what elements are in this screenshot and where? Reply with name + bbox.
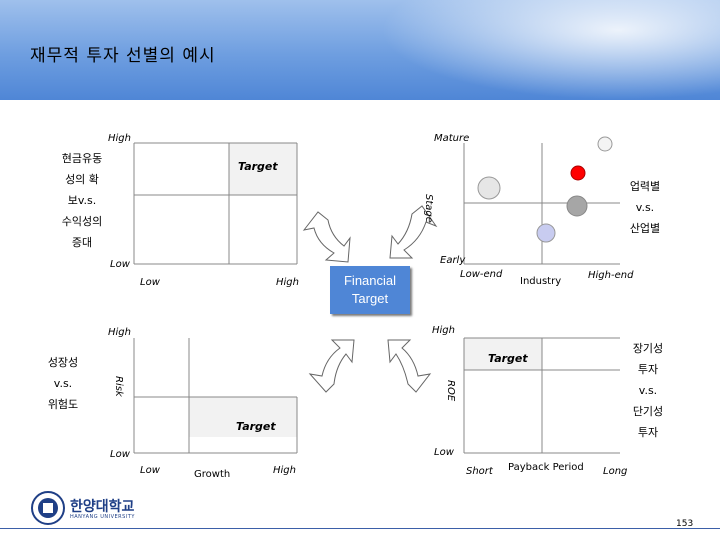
br-side-line-5: 투자	[637, 426, 659, 439]
br-side-line-3: v.s.	[638, 384, 658, 397]
tl-target-label: Target	[238, 160, 278, 173]
arrow-bottom-right	[387, 339, 432, 393]
footer-divider	[0, 528, 720, 529]
br-payback-period-label: Payback Period	[508, 462, 584, 473]
financial-target-box: Financial Target	[330, 266, 410, 314]
tl-side-label: 현금유동 성의 확 보v.s. 수익성의 증대	[52, 148, 112, 253]
tr-stage-axis-label: Stage	[423, 194, 434, 223]
bl-target-shade	[189, 397, 297, 437]
bl-y-low-label: Low	[110, 449, 130, 460]
university-logo	[30, 490, 142, 526]
tr-high-end-label: High-end	[588, 270, 634, 281]
arrow-top-right	[389, 205, 438, 259]
br-side-line-1: 장기성	[632, 342, 664, 355]
bl-risk-axis-label: Risk	[113, 376, 124, 397]
br-y-high-label: High	[432, 325, 455, 336]
br-target-label: Target	[488, 352, 528, 365]
arrow-top-left	[302, 211, 351, 263]
tr-low-end-label: Low-end	[460, 269, 503, 280]
bl-y-high-label: High	[108, 327, 131, 338]
tl-x-low-label: Low	[140, 277, 160, 288]
tl-side-line-5: 증대	[71, 236, 93, 249]
tl-side-line-2: 성의 확	[65, 173, 99, 186]
university-name-english: HANYANG UNIVERSITY	[70, 514, 135, 520]
tr-side-line-2: v.s.	[635, 201, 655, 214]
tr-early-label: Early	[440, 255, 466, 266]
tl-side-line-3: 보v.s.	[67, 194, 97, 207]
br-short-label: Short	[466, 466, 493, 477]
bl-growth-label: Growth	[194, 469, 231, 480]
tr-mature-label: Mature	[434, 133, 470, 144]
br-side-line-4: 단기성	[632, 405, 664, 418]
br-y-low-label: Low	[434, 447, 454, 458]
tr-side-line-1: 업력별	[629, 180, 661, 193]
bl-side-label: 성장성 v.s. 위험도	[38, 352, 88, 415]
tr-dot-red	[570, 165, 586, 181]
tl-side-line-1: 현금유동	[61, 152, 103, 165]
bl-target-label: Target	[236, 420, 276, 433]
tr-dot-light	[597, 136, 613, 152]
bl-x-high-label: High	[273, 465, 296, 476]
tr-side-line-3: 산업별	[629, 222, 661, 235]
page-title: 재무적 투자 선별의 예시	[30, 46, 216, 66]
page-number: 153	[676, 519, 694, 529]
tr-industry-label: Industry	[520, 276, 562, 287]
tr-dot-gray-large	[477, 176, 501, 200]
bl-side-line-1: 성장성	[47, 356, 79, 369]
arrow-bottom-left	[308, 339, 355, 393]
bl-side-line-3: 위험도	[47, 398, 79, 411]
tr-dot-gray	[566, 195, 588, 217]
university-seal-icon	[31, 491, 65, 525]
university-name: 한양대학교	[70, 499, 135, 515]
br-long-label: Long	[603, 466, 628, 477]
br-target-shade	[464, 338, 542, 370]
br-roe-axis-label: ROE	[445, 380, 456, 402]
bl-x-low-label: Low	[140, 465, 160, 476]
tl-x-high-label: High	[276, 277, 299, 288]
br-side-line-2: 투자	[637, 363, 659, 376]
tl-y-low-label: Low	[110, 259, 130, 270]
tr-side-label: 업력별 v.s. 산업별	[618, 176, 672, 239]
tl-side-line-4: 수익성의	[61, 215, 103, 228]
tr-dot-blue	[536, 223, 556, 243]
tl-y-high-label: High	[108, 133, 131, 144]
br-side-label: 장기성 투자 v.s. 단기성 투자	[622, 338, 674, 443]
bl-side-line-2: v.s.	[53, 377, 73, 390]
tl-target-shade	[229, 143, 297, 195]
header-glow	[380, 0, 720, 100]
